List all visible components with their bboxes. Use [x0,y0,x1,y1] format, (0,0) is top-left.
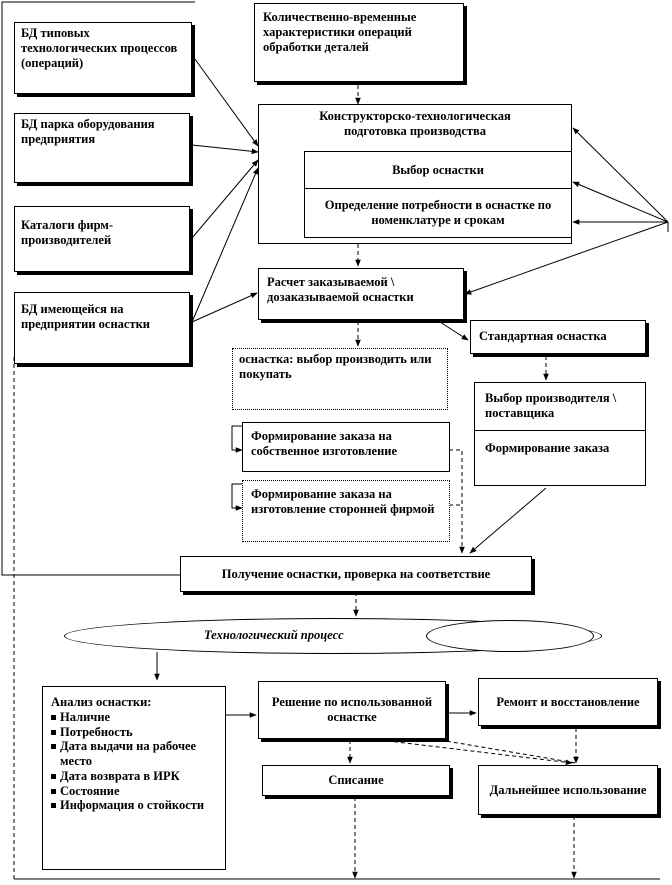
characteristics-label: Количественно-временные характеристики о… [263,10,417,54]
choose-tooling-label: Выбор оснастки [392,163,484,178]
make-or-buy-label: оснастка: выбор производить или покупать [239,352,432,381]
supplier-group-box: Выбор производителя \ поставщика Формиро… [474,382,646,486]
arrow-right-2 [572,181,669,223]
db-processes-label: БД типовых технологических процессов (оп… [21,26,178,70]
analysis-item: Дата возврата в ИРК [51,769,217,784]
dashed-feedback [13,337,21,879]
characteristics-box: Количественно-временные характеристики о… [254,3,464,82]
arrow-supplier-receive [469,487,547,554]
third-party-order-label: Формирование заказа на изготовление стор… [251,487,435,516]
standard-tooling-label: Стандартная оснастка [479,329,607,343]
left-feedback-frame [1,1,195,576]
calc-order-label: Расчет заказываемой \ дозаказываемой осн… [267,275,414,304]
db-equipment-box: БД парка оборудования предприятия [14,113,190,183]
bracket-own-left [231,425,243,453]
determine-need-label: Определение потребности в оснастке по но… [324,198,552,227]
arrow-decision-further [379,739,573,766]
receive-check-box: Получение оснастки, проверка на соответс… [180,556,532,592]
decision-label: Решение по использованной оснастке [271,695,433,724]
analysis-item: Наличие [51,710,217,725]
arrow-calc-standard [439,321,469,341]
arrow-db-tooling-prep [191,167,259,323]
analysis-box: Анализ оснастки: Наличие Потребность Дат… [42,686,226,870]
analysis-item: Потребность [51,725,217,740]
make-or-buy-box: оснастка: выбор производить или покупать [232,348,448,410]
receive-check-label: Получение оснастки, проверка на соответс… [221,566,491,581]
write-off-label: Списание [328,773,384,788]
catalogs-label: Каталоги фирм-производителей [21,218,114,247]
tech-process-label: Технологический процесс [204,628,344,642]
third-party-order-box: Формирование заказа на изготовление стор… [242,480,450,542]
own-order-label: Формирование заказа на собственное изгот… [251,429,398,458]
arrow-decision-further-2 [439,739,577,764]
decision-box: Решение по использованной оснастке [258,681,446,739]
further-use-box: Дальнейшее использование [478,765,658,815]
preparation-title: Конструкторско-технологическая подготовк… [319,109,511,138]
analysis-item: Состояние [51,784,217,799]
own-order-box: Формирование заказа на собственное изгот… [242,422,450,472]
arrow-db-tooling-calc [191,292,258,323]
choose-supplier-label: Выбор производителя \ поставщика [475,383,645,431]
arrow-right-4 [464,221,669,295]
repair-label: Ремонт и восстановление [496,694,640,709]
arrow-right-1 [572,127,669,223]
analysis-item: Дата выдачи на рабочее место [51,739,217,769]
tech-process-ellipse-small [426,620,594,652]
arrow-own-receive [449,449,465,554]
analysis-title: Анализ оснастки: [51,695,152,709]
bracket-third-left [231,483,243,511]
analysis-list: Наличие Потребность Дата выдачи на рабоч… [51,710,217,813]
arrow-db-equipment [191,144,259,155]
db-processes-box: БД типовых технологических процессов (оп… [14,22,192,94]
repair-box: Ремонт и восстановление [478,678,658,726]
db-equipment-label: БД парка оборудования предприятия [21,117,155,146]
calc-order-box: Расчет заказываемой \ дозаказываемой осн… [258,268,464,320]
choose-tooling-box: Выбор оснастки [304,151,572,189]
db-tooling-box: БД имеющейся на предприятии оснастки [14,292,190,364]
analysis-item: Информация о стойкости [51,798,217,813]
catalogs-box: Каталоги фирм-производителей [14,206,190,272]
write-off-box: Списание [262,765,450,796]
further-use-label: Дальнейшее использование [489,782,647,797]
determine-need-box: Определение потребности в оснастке по но… [304,188,572,238]
standard-tooling-box: Стандартная оснастка [470,320,646,354]
form-order-label: Формирование заказа [485,441,610,455]
db-tooling-label: БД имеющейся на предприятии оснастки [21,302,150,331]
arrow-catalogs [191,159,259,239]
arrow-db-processes [191,54,259,147]
